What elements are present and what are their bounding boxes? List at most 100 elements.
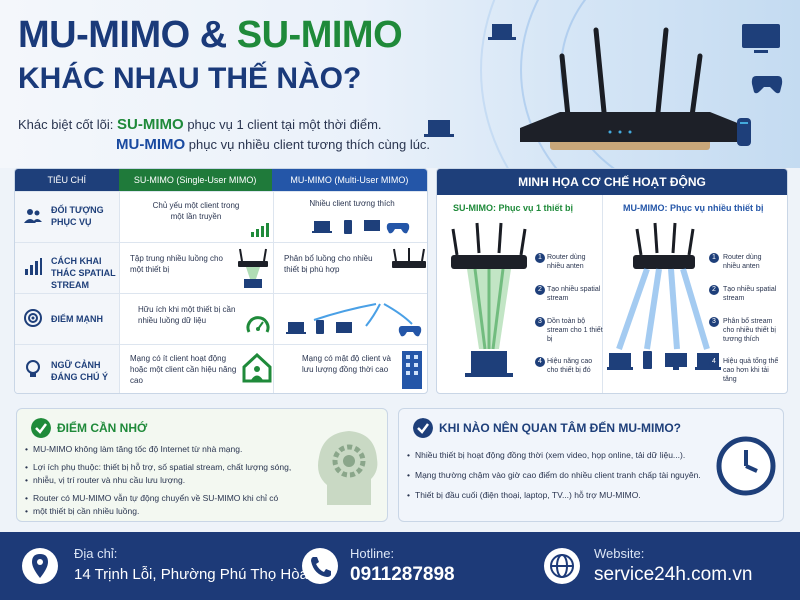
mu-router-beams-illustration [607,222,721,370]
header-criteria: TIÊU CHÍ [15,169,119,191]
key-mu-text: phục vụ nhiều client tương thích cùng lú… [188,137,431,152]
su-step: Router dùng nhiều anten [547,254,586,270]
client-devices-icons [312,220,410,234]
step-number: 2 [535,285,545,295]
when-item: Nhiều thiết bị hoạt động đồng thời (xem … [407,449,685,462]
signal-bars-icon [251,223,269,237]
table-row: CÁCH KHAI THÁC SPATIAL STREAM Tập trung … [15,242,427,293]
clock-icon [716,436,776,496]
page-title: MU-MIMO & SU-MIMO [18,14,403,57]
table-header: TIÊU CHÍ SU-MIMO (Single-User MIMO) MU-M… [15,169,427,191]
target-icon [24,309,42,327]
mu-step: Phân bổ stream cho nhiều thiết bị tương … [723,318,776,343]
title-mu: MU-MIMO [18,14,190,56]
su-cell: Hữu ích khi một thiết bị cần nhiều luồng… [138,305,236,325]
step-number: 1 [535,253,545,263]
tv-icon [742,24,780,53]
header-mu-mimo: MU-MIMO (Multi-User MIMO) [271,169,427,191]
su-cell: Mạng có ít client hoạt động hoặc một cli… [130,354,237,385]
title-su: SU-MIMO [236,14,403,56]
su-router-beam-illustration [451,222,527,377]
su-step: Dồn toàn bộ stream cho 1 thiết bị [547,318,603,343]
mechanism-illustration: MINH HỌA CƠ CHẾ HOẠT ĐỘNG SU-MIMO: Phục … [436,168,788,394]
mu-cell: Nhiều client tương thích [309,199,395,208]
mu-step: Router dùng nhiều anten [723,254,762,270]
key-difference-mu: MU-MIMO phục vụ nhiều client tương thích… [116,136,430,153]
router-icon [392,248,426,268]
contact-footer: Địa chỉ: 14 Trịnh Lỗi, Phường Phú Thọ Hò… [0,532,800,600]
step-number: 3 [535,317,545,327]
laptop-icon [488,24,516,40]
home-user-icon [242,353,272,383]
smart-speaker-icon [737,118,751,146]
remember-title: ĐIỂM CẦN NHỚ [57,421,148,435]
su-cell: Tập trung nhiều luồng cho một thiết bị [130,254,223,274]
globe-icon[interactable] [544,548,580,584]
remember-item-cont: một thiết bị cần nhiều luồng. [25,505,139,518]
signal-chart-icon [25,258,42,275]
laptop-icon [424,120,454,137]
multi-stream-arrows-icon [286,303,422,337]
router-to-laptop-icon [238,248,268,288]
when-item: Thiết bị đầu cuối (điện thoại, laptop, T… [407,489,641,502]
remember-item: Lợi ích phụ thuộc: thiết bị hỗ trợ, số s… [25,461,291,474]
su-panel-title: SU-MIMO: Phục vụ 1 thiết bị [453,203,574,213]
when-title: KHI NÀO NÊN QUAN TÂM ĐẾN MU-MIMO? [439,421,681,435]
su-step: Tạo nhiều spatial stream [547,286,601,302]
location-pin-icon [22,548,58,584]
key-prefix: Khác biệt cốt lõi: [18,117,114,132]
key-difference-su: Khác biệt cốt lõi: SU-MIMO phục vụ 1 cli… [18,116,382,133]
hotline-value[interactable]: 0911287898 [350,564,455,585]
remember-card: ĐIỂM CẦN NHỚ MU-MIMO không làm tăng tốc … [16,408,388,522]
header-su-mimo: SU-MIMO (Single-User MIMO) [118,169,272,191]
row-label: NGỮ CẢNH ĐÁNG CHÚ Ý [51,360,109,382]
check-circle-icon [31,418,51,438]
mu-cell: Phân bổ luồng cho nhiều thiết bị phù hợp [284,254,373,274]
check-circle-icon [413,418,433,438]
mu-panel-title: MU-MIMO: Phục vụ nhiều thiết bị [623,203,764,213]
illustration-title: MINH HỌA CƠ CHẾ HOẠT ĐỘNG [437,169,787,195]
page-subtitle: KHÁC NHAU THẾ NÀO? [18,62,362,95]
address-label: Địa chỉ: [74,546,118,561]
hotline-label: Hotline: [350,546,395,561]
table-row: NGỮ CẢNH ĐÁNG CHÚ Ý Mạng có ít client ho… [15,344,427,393]
remember-item: Router có MU-MIMO vẫn tự động chuyển về … [25,492,278,505]
website-link[interactable]: service24h.com.vn [594,564,753,585]
divider [602,195,603,393]
step-number: 3 [709,317,719,327]
lightbulb-icon [26,360,40,377]
comparison-table: TIÊU CHÍ SU-MIMO (Single-User MIMO) MU-M… [14,168,428,394]
step-number: 1 [709,253,719,263]
speedometer-icon [246,316,270,333]
key-mu-term: MU-MIMO [116,136,186,153]
phone-icon[interactable] [302,548,338,584]
hero-banner: MU-MIMO & SU-MIMO KHÁC NHAU THẾ NÀO? Khá… [0,0,800,168]
step-number: 4 [709,357,719,367]
when-item: Mạng thường chậm vào giờ cao điểm do nhi… [407,469,701,482]
website-label: Website: [594,546,645,561]
su-cell: Chủ yếu một client trong một lần truyền [152,201,240,221]
row-label: ĐIỂM MẠNH [51,314,103,324]
su-step: Hiệu năng cao cho thiết bị đó [547,358,593,374]
users-icon [24,209,42,223]
table-row: ĐỐI TƯỢNG PHỤC VỤ Chủ yếu một client tro… [15,191,427,242]
building-icon [402,351,422,389]
mu-step: Hiệu quả tổng thể cao hơn khi tải tăng [723,358,779,383]
key-su-text: phục vụ 1 client tại một thời điểm. [187,117,382,132]
title-amp: & [199,14,227,56]
wifi-wave [480,0,800,168]
remember-item: MU-MIMO không làm tăng tốc độ Internet t… [25,443,242,456]
mu-cell: Mạng có mật độ client và lưu lượng đồng … [302,354,391,374]
when-card: KHI NÀO NÊN QUAN TÂM ĐẾN MU-MIMO? Nhiều … [398,408,784,522]
step-number: 4 [535,357,545,367]
mu-step: Tạo nhiều spatial stream [723,286,777,302]
router-hero-illustration [520,27,750,150]
table-row: ĐIỂM MẠNH Hữu ích khi một thiết bị cần n… [15,293,427,344]
remember-item-cont: nhiễu, vị trí router và nhu cầu lưu lượn… [25,474,185,487]
gamepad-icon [751,76,783,94]
key-su-term: SU-MIMO [117,116,184,133]
row-label: ĐỐI TƯỢNG PHỤC VỤ [51,205,104,227]
brain-gear-icon [318,431,378,505]
address-value: 14 Trịnh Lỗi, Phường Phú Thọ Hòa. [74,566,313,583]
row-label: CÁCH KHAI THÁC SPATIAL STREAM [51,256,116,290]
